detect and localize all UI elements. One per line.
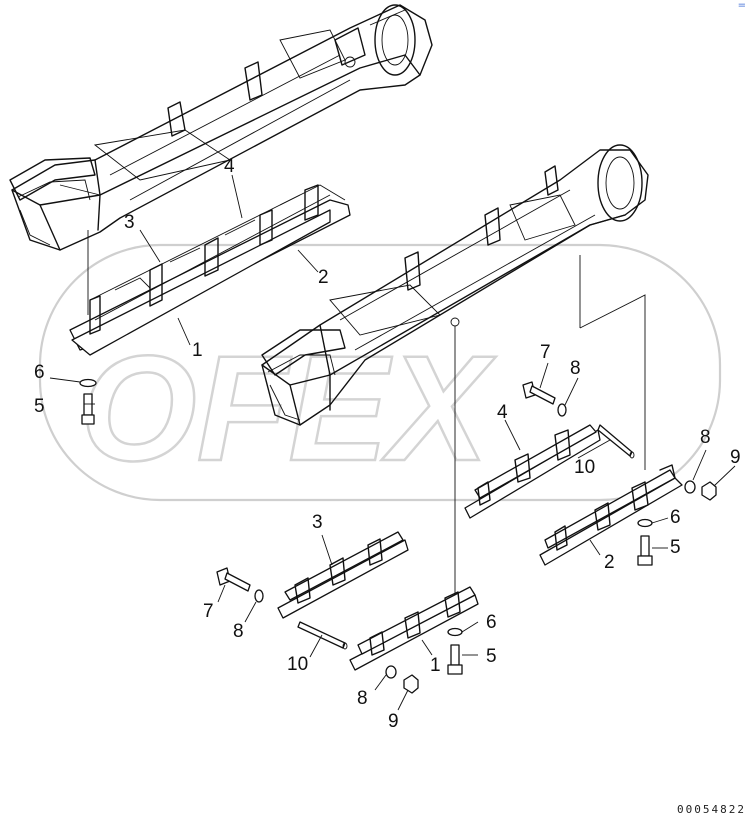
callout-8: 8 [700, 427, 711, 448]
corner-mark: = [737, 0, 746, 11]
watermark: OFEX [38, 243, 722, 502]
callout-7: 7 [203, 601, 214, 622]
callout-8: 8 [357, 688, 368, 709]
callout-1: 1 [430, 655, 441, 676]
bolt-set-left [79, 230, 97, 425]
callout-2: 2 [318, 267, 329, 288]
callout-1: 1 [192, 340, 203, 361]
guard-part-1-lower [349, 586, 479, 671]
bolt-nut-set-right [637, 480, 717, 566]
callout-3: 3 [124, 212, 135, 233]
callout-5: 5 [486, 646, 497, 667]
callout-7: 7 [540, 342, 551, 363]
guard-part-2-right [539, 464, 683, 566]
callout-6: 6 [34, 362, 45, 383]
callout-10: 10 [287, 654, 308, 675]
callout-8: 8 [570, 358, 581, 379]
callout-6: 6 [670, 507, 681, 528]
callout-4: 4 [497, 402, 508, 423]
callout-9: 9 [388, 711, 399, 732]
bolt-nut-set-lower [385, 627, 463, 694]
guard-part-4-right [464, 424, 601, 519]
callout-10: 10 [574, 457, 595, 478]
callout-6: 6 [486, 612, 497, 633]
callout-leaders [49, 174, 736, 711]
fastener-set-right [522, 381, 635, 459]
callout-4: 4 [224, 156, 235, 177]
guard-part-3-lower [277, 531, 409, 619]
track-frame-right [261, 144, 649, 426]
callout-labels: 1 2 3 4 5 6 7 8 4 10 8 9 6 5 2 3 7 8 10 … [34, 156, 741, 732]
callout-5: 5 [670, 537, 681, 558]
drawing-code: 00054822 [677, 803, 746, 816]
callout-5: 5 [34, 396, 45, 417]
track-guard-left [69, 184, 351, 356]
callout-8: 8 [233, 621, 244, 642]
leader-lines-right [454, 255, 646, 600]
callout-3: 3 [312, 512, 323, 533]
callout-9: 9 [730, 447, 741, 468]
track-frame-left [9, 4, 433, 251]
watermark-text: OFEX [80, 324, 496, 492]
callout-2: 2 [604, 552, 615, 573]
